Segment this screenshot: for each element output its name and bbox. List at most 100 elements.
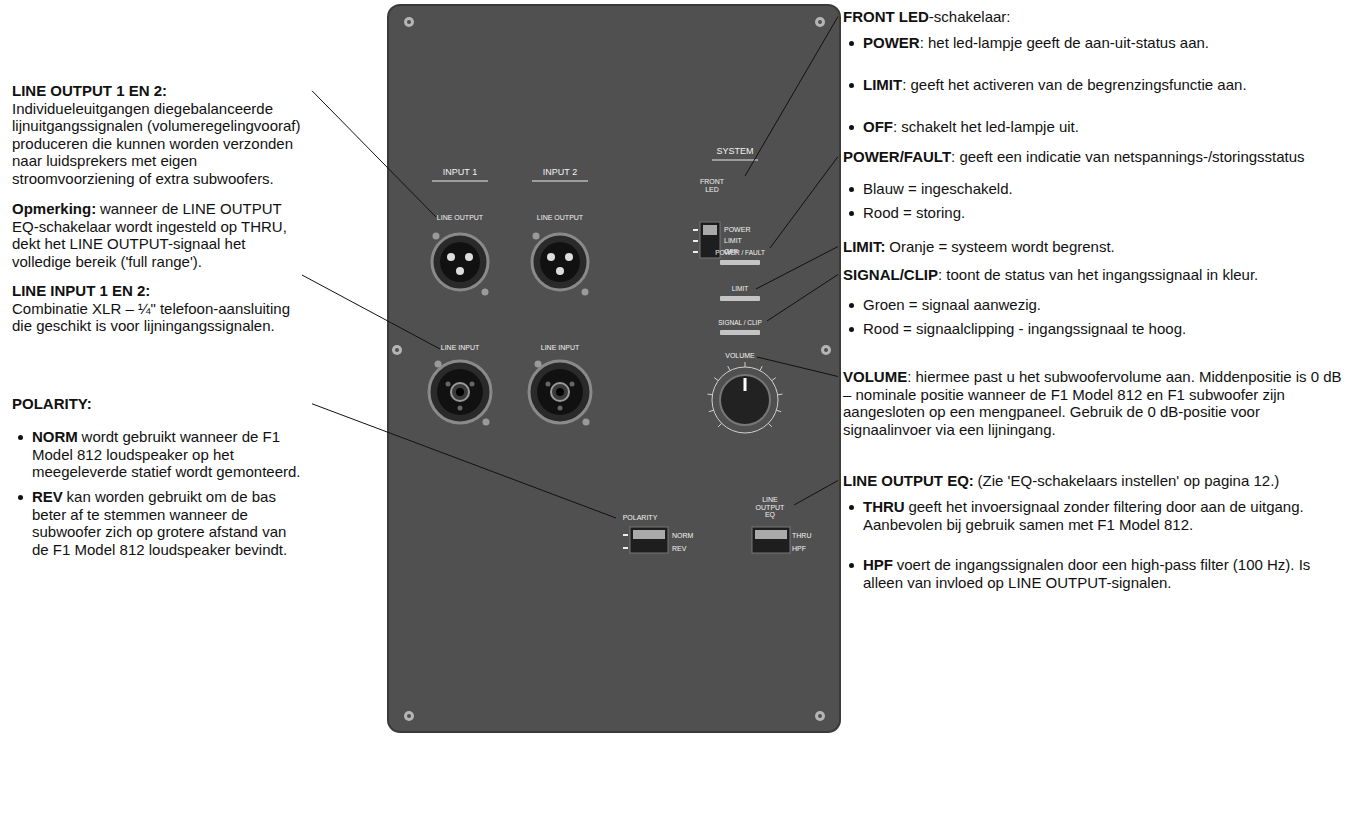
rear-panel: SYSTEMFRONT LEDPOWERLIMITOFFINPUT 1INPUT… [388,5,840,732]
panel-marking: LIMIT [732,285,749,292]
annotation: Rood = signaalclipping - ingangssignaal … [863,320,1348,338]
annotation: POWER/FAULT: geeft een indicatie van net… [843,148,1348,166]
panel-marking: LIMIT [724,237,742,245]
panel-screws [392,17,831,721]
bullet-dot [849,563,854,568]
panel-marking: POLARITY [623,514,658,522]
panel-marking: THRU [792,532,811,540]
annotation: Rood = storing. [863,204,1348,222]
annotation-heading: HPF [863,556,893,573]
annotation-text: Oranje = systeem wordt begrenst. [889,238,1115,255]
label-underlines [432,160,758,181]
annotation: LIMIT:Oranje = systeem wordt begrenst. [843,238,1348,256]
annotation: POWER: het led-lampje geeft de aan-uit-s… [863,34,1348,52]
leader-line [312,91,436,217]
panel-marking: REV [672,545,686,553]
bullet-dot [849,41,854,46]
annotation-heading: POWER [863,34,920,51]
annotation-heading: Opmerking: [12,200,96,217]
bullet-dot [849,83,854,88]
panel-marking: LINE INPUT [441,344,480,352]
annotation-text: voert de ingangssignalen door een high-p… [863,556,1310,591]
annotation-text: Combinatie XLR – ¼" telefoon-aansluiting… [12,300,290,335]
bullet-dot [849,211,854,216]
panel-marking: SYSTEM [716,147,753,157]
annotation-text: Blauw = ingeschakeld. [863,180,1013,197]
annotation-text: -schakelaar: [929,8,1011,25]
line-output-eq-switch [752,527,790,553]
panel-marking: SIGNAL / CLIP [718,319,761,326]
panel-marking: LINE OUTPUT [437,214,483,222]
annotation-heading: LINE OUTPUT 1 EN 2: [12,82,307,100]
annotation: LIMIT: geeft het activeren van de begren… [863,76,1348,94]
annotation-heading: POWER/FAULT [843,148,951,165]
leader-line [302,275,440,349]
annotation-heading: FRONT LED [843,8,929,25]
annotation-text: : geeft het activeren van de begrenzings… [902,76,1246,93]
leader-line [745,17,838,177]
annotation: LINE INPUT 1 EN 2:Combinatie XLR – ¼" te… [12,282,307,335]
panel-marking: INPUT 1 [443,168,477,178]
leader-line [767,275,838,322]
annotation: Opmerking:wanneer de LINE OUTPUT EQ-scha… [12,200,307,270]
annotation: Blauw = ingeschakeld. [863,180,1348,198]
bullet-dot [18,435,23,440]
annotation-text: geeft het invoersignaal zonder filtering… [863,498,1304,533]
panel-marking: NORM [672,532,693,540]
annotation-text: kan worden gebruikt om de bas beter af t… [32,488,287,558]
panel-marking: INPUT 2 [543,168,577,178]
leader-line [794,481,838,506]
annotation: Groen = signaal aanwezig. [863,296,1348,314]
annotation-text: Individueleuitgangen diegebalanceerde li… [12,100,301,187]
combo-input-connectors [429,361,591,426]
annotation-heading: SIGNAL/CLIP [843,266,938,283]
annotation: THRUgeeft het invoersignaal zonder filte… [863,498,1348,533]
annotation-heading: VOLUME [843,368,907,385]
annotation-heading: LINE INPUT 1 EN 2: [12,282,307,300]
annotation: LINE OUTPUT 1 EN 2:Individueleuitgangen … [12,82,307,187]
panel-marking: LINE OUTPUT EQ [750,496,790,519]
bullet-dot [849,505,854,510]
annotation: REVkan worden gebruikt om de bas beter a… [32,488,307,558]
annotation-heading: LIMIT [863,76,902,93]
annotation: VOLUME: hiermee past u het subwoofervolu… [843,368,1348,438]
annotation-text: Rood = signaalclipping - ingangssignaal … [863,320,1186,337]
annotation: LINE OUTPUT EQ:(Zie 'EQ-schakelaars inst… [843,472,1348,490]
annotation-heading: POLARITY: [12,395,307,413]
annotation-text: Rood = storing. [863,204,965,221]
annotation-heading: THRU [863,498,905,515]
panel-marking: LINE OUTPUT [537,214,583,222]
annotation: SIGNAL/CLIP: toont de status van het ing… [843,266,1348,284]
annotation: FRONT LED-schakelaar: [843,8,1348,26]
annotation-heading: OFF [863,118,893,135]
annotation-text: : geeft een indicatie van netspannings-/… [951,148,1305,165]
bullet-dot [18,495,23,500]
annotation-heading: LINE OUTPUT EQ: [843,472,974,489]
annotation-text: : hiermee past u het subwoofervolume aan… [843,368,1342,438]
volume-knob [707,362,782,433]
panel-marking: VOLUME [725,352,755,360]
panel-marking: POWER / FAULT [715,249,765,256]
polarity-switch [623,527,668,553]
panel-marking: HPF [792,545,806,553]
annotation-heading: REV [32,488,63,505]
leader-line [312,404,616,518]
annotation: NORMwordt gebruikt wanneer de F1 Model 8… [32,428,307,481]
annotation: OFF: schakelt het led-lampje uit. [863,118,1348,136]
panel-marking: POWER [724,226,750,234]
annotation-text: (Zie 'EQ-schakelaars instellen' op pagin… [978,472,1280,489]
annotation-heading: LIMIT: [843,238,886,255]
annotation-text: : schakelt het led-lampje uit. [893,118,1079,135]
bullet-dot [849,187,854,192]
annotation: HPFvoert de ingangssignalen door een hig… [863,556,1348,591]
annotation-text: Groen = signaal aanwezig. [863,296,1041,313]
bullet-dot [849,303,854,308]
bullet-dot [849,327,854,332]
panel-plate [388,5,840,732]
annotation-heading: NORM [32,428,78,445]
xlr-output-connectors [432,233,589,296]
panel-marking: LINE INPUT [541,344,580,352]
annotation-text: : het led-lampje geeft de aan-uit-status… [920,34,1209,51]
annotation: POLARITY: [12,395,307,413]
leader-line [757,357,838,377]
